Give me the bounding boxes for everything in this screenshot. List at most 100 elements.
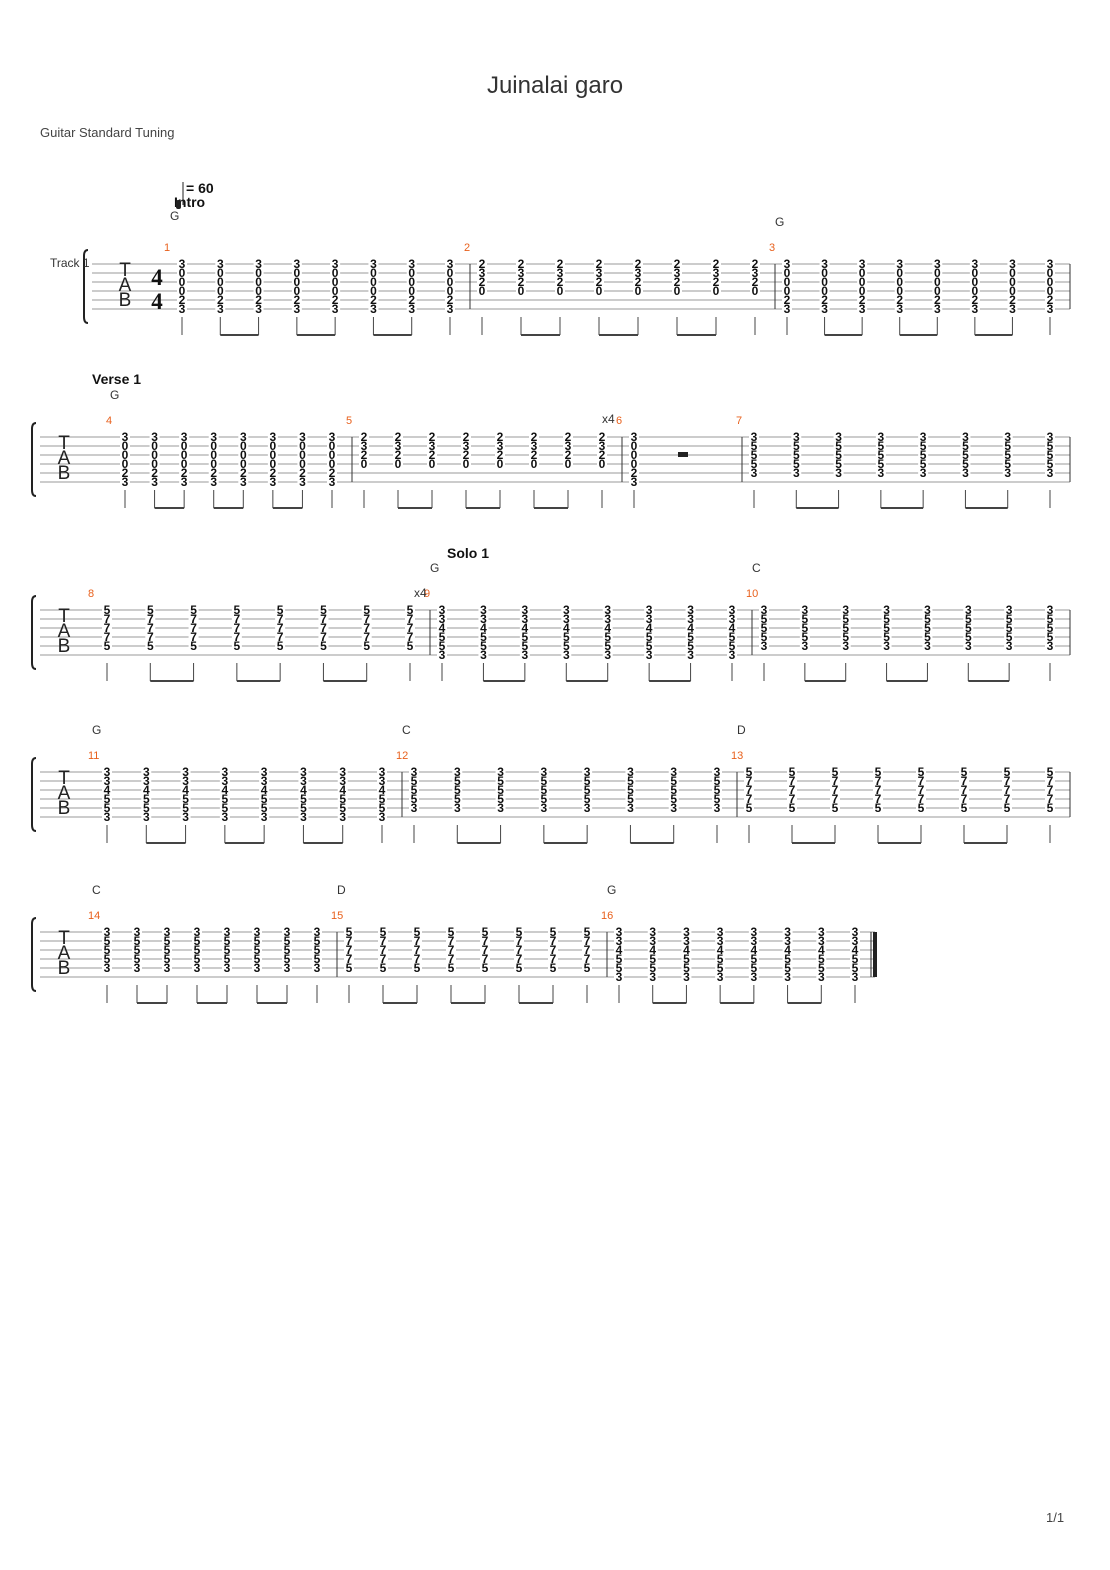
fret-bg xyxy=(960,468,971,478)
fret-number: 5 xyxy=(261,801,268,815)
fret-number: 5 xyxy=(104,801,111,815)
fret-number: 0 xyxy=(447,266,454,280)
fret-number: 7 xyxy=(363,630,370,644)
fret-number: 5 xyxy=(379,801,386,815)
fret-number: 5 xyxy=(687,639,694,653)
fret-bg xyxy=(538,794,549,804)
fret-number: 7 xyxy=(832,774,839,788)
fret-bg xyxy=(916,767,926,777)
fret-bg xyxy=(252,963,262,973)
fret-number: 3 xyxy=(627,765,634,779)
fret-bg xyxy=(337,812,348,822)
fret-number: 5 xyxy=(802,612,809,626)
fret-number: 7 xyxy=(1047,792,1054,806)
fret-bg xyxy=(297,450,308,460)
fret-number: 0 xyxy=(631,448,638,462)
tab-clef-letter: A xyxy=(58,783,71,804)
measure-number: 3 xyxy=(769,242,775,254)
fret-number: 3 xyxy=(842,603,849,617)
fret-bg xyxy=(253,295,264,305)
system-brace xyxy=(31,422,37,497)
fret-number: 3 xyxy=(962,466,969,480)
fret-bg xyxy=(715,945,726,955)
fret-bg xyxy=(782,304,792,314)
fret-bg xyxy=(922,641,933,651)
fret-number: 3 xyxy=(182,765,189,779)
tab-clef-letter: T xyxy=(119,260,131,281)
fret-bg xyxy=(712,803,722,813)
fret-number: 3 xyxy=(300,765,307,779)
fret-number: 2 xyxy=(294,293,301,307)
fret-bg xyxy=(291,286,302,296)
fret-number: 5 xyxy=(541,774,548,788)
tab-clef-letter: T xyxy=(58,606,70,627)
fret-bg xyxy=(519,623,530,633)
fret-bg xyxy=(602,605,613,615)
fret-bg xyxy=(597,450,607,460)
fret-bg xyxy=(215,277,226,287)
fret-number: 2 xyxy=(479,257,486,271)
fret-bg xyxy=(180,785,191,795)
fret-number: 0 xyxy=(557,284,564,298)
fret-number: 0 xyxy=(972,266,979,280)
fret-number: 3 xyxy=(194,961,201,975)
fret-bg xyxy=(519,605,530,615)
fret-bg xyxy=(582,803,593,813)
chord-name: C xyxy=(402,723,411,737)
fret-number: 3 xyxy=(361,439,368,453)
fret-number: 7 xyxy=(190,621,197,635)
fret-bg xyxy=(668,776,679,786)
fret-number: 7 xyxy=(346,934,353,948)
fret-number: 0 xyxy=(408,284,415,298)
fret-bg xyxy=(712,767,722,777)
tab-clef-letter: A xyxy=(58,943,71,964)
fret-bg xyxy=(894,268,905,278)
fret-number: 3 xyxy=(314,961,321,975)
fret-bg xyxy=(327,432,337,442)
fret-bg xyxy=(452,785,463,795)
fret-number: 5 xyxy=(649,961,656,975)
fret-bg xyxy=(548,954,558,964)
fret-bg xyxy=(162,936,172,946)
fret-bg xyxy=(180,794,191,804)
fret-number: 5 xyxy=(234,639,241,653)
fret-number: 2 xyxy=(518,275,525,289)
fret-bg xyxy=(647,945,658,955)
fret-number: 5 xyxy=(480,639,487,653)
fret-bg xyxy=(452,803,463,813)
fret-number: 5 xyxy=(670,792,677,806)
fret-number: 7 xyxy=(482,934,489,948)
chord-name: G xyxy=(607,883,616,897)
fret-bg xyxy=(561,632,572,642)
fret-number: 3 xyxy=(104,961,111,975)
fret-bg xyxy=(519,614,530,624)
fret-bg xyxy=(830,803,840,813)
fret-bg xyxy=(561,614,572,624)
fret-number: 3 xyxy=(179,257,186,271)
fret-number: 7 xyxy=(448,943,455,957)
fret-bg xyxy=(881,605,892,615)
fret-bg xyxy=(749,441,759,451)
fret-number: 0 xyxy=(1047,275,1054,289)
fret-bg xyxy=(120,450,130,460)
fret-number: 5 xyxy=(222,792,229,806)
fret-bg xyxy=(850,972,860,982)
fret-number: 5 xyxy=(962,448,969,462)
fret-bg xyxy=(478,632,489,642)
fret-bg xyxy=(412,945,422,955)
fret-bg xyxy=(916,785,926,795)
fret-number: 0 xyxy=(784,275,791,289)
fret-number: 5 xyxy=(1047,630,1054,644)
fret-bg xyxy=(393,459,403,469)
measure-number: 5 xyxy=(346,415,352,427)
fret-number: 5 xyxy=(224,952,231,966)
fret-number: 0 xyxy=(329,448,336,462)
fret-number: 5 xyxy=(284,952,291,966)
fret-bg xyxy=(1045,295,1055,305)
fret-number: 3 xyxy=(270,475,277,489)
fret-bg xyxy=(614,972,624,982)
fret-bg xyxy=(681,972,692,982)
fret-number: 2 xyxy=(596,257,603,271)
fret-number: 5 xyxy=(646,630,653,644)
fret-bg xyxy=(1045,794,1055,804)
